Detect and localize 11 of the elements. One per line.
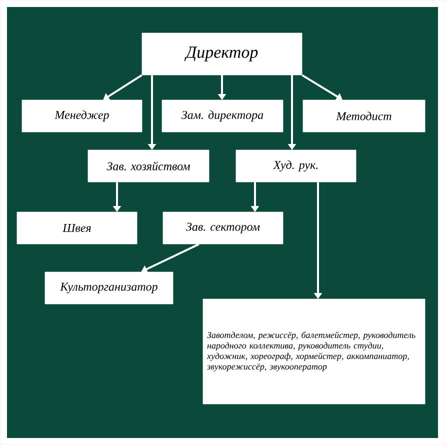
list-box: Завотделом, режиссёр, балетмейстер, руководитель народного коллектива, руководитель студии, художник, хореограф, хормейстер, аккомпаниатор, звукорежиссёр, звукооператор [202, 298, 426, 404]
role-box: Директор [142, 32, 302, 76]
arrow [103, 74, 142, 100]
role-box: Методист [302, 100, 426, 132]
role-box: Зав. хозяйством [88, 150, 210, 182]
role-box: Зав. сектором [162, 212, 284, 244]
role-box: Зам. директора [162, 100, 284, 132]
role-box: Менеджер [22, 100, 142, 132]
role-box: Худ. рук. [236, 150, 356, 182]
role-box: Культорганизатор [44, 272, 174, 304]
role-box: Швея [16, 212, 138, 244]
